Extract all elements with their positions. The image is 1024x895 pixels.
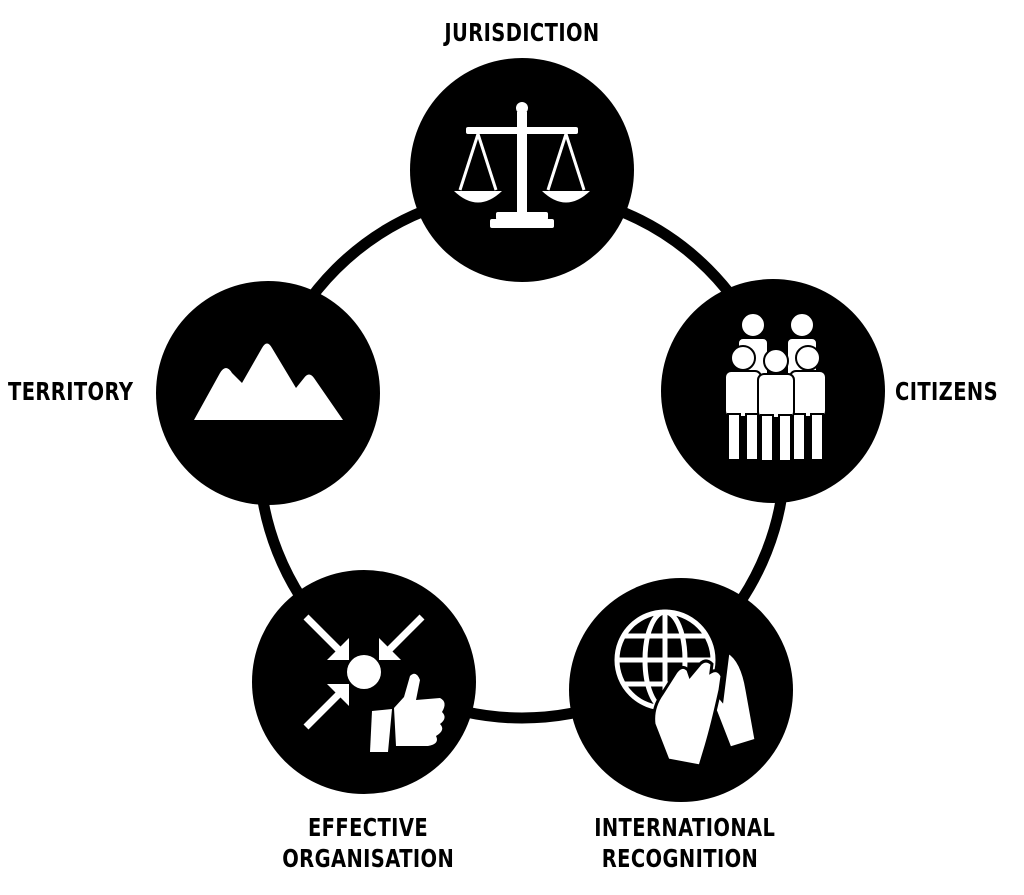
globe-handshake-icon: [614, 609, 758, 768]
converge-thumbs-up-icon: [303, 614, 445, 752]
label-effective-organisation-line-2: ORGANISATION: [282, 844, 455, 873]
label-citizens: CITIZENS: [895, 377, 999, 406]
node-territory: [156, 281, 380, 505]
label-effective-organisation-line-1: EFFECTIVE: [307, 813, 429, 842]
people-group-icon: [724, 312, 827, 462]
label-international-recognition: INTERNATIONAL RECOGNITION: [594, 812, 776, 874]
node-effective-organisation: [252, 570, 476, 794]
label-jurisdiction: JURISDICTION: [444, 18, 600, 47]
node-international-recognition: [569, 578, 793, 802]
node-citizens: [661, 279, 885, 503]
mountain-icon: [194, 343, 343, 420]
scales-icon: [454, 102, 590, 228]
label-international-recognition-line-2: RECOGNITION: [601, 844, 759, 873]
label-international-recognition-line-1: INTERNATIONAL: [594, 813, 776, 842]
node-jurisdiction: [410, 58, 634, 282]
label-effective-organisation: EFFECTIVE ORGANISATION: [282, 812, 454, 874]
label-territory: TERRITORY: [8, 377, 134, 406]
